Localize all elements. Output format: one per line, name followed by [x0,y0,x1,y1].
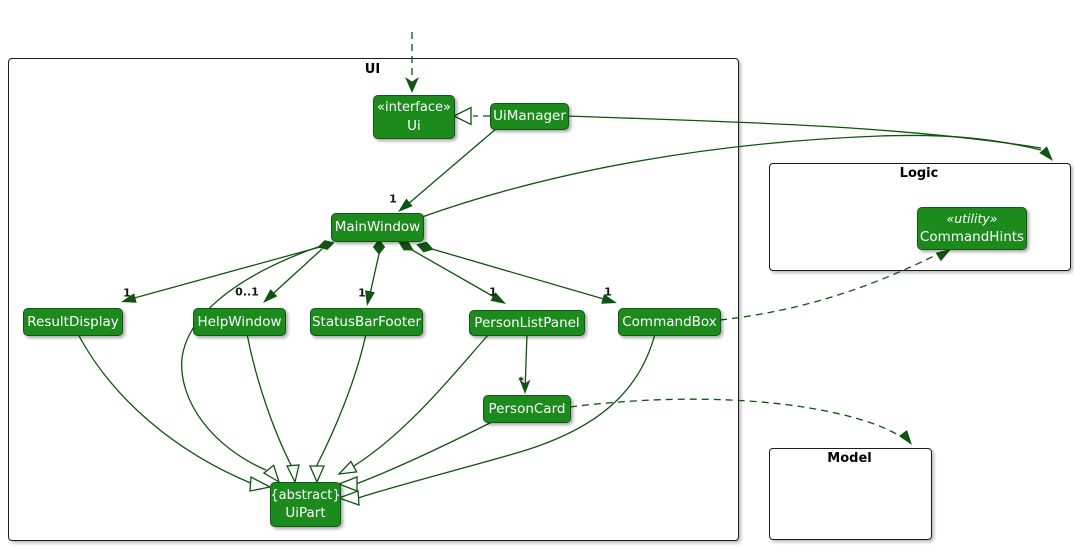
class-ui-interface-stereotype: «interface» [377,100,451,116]
diamond-commandbox [416,241,434,253]
arrowhead-resultdisplay [121,293,137,303]
edge-mainwindow-commandbox [431,248,615,303]
multiplicity-personlistpanel: 1 [489,285,497,299]
arrowhead-model [899,430,912,445]
package-ui-label: UI [364,62,381,77]
arrowhead-statusbarfooter [365,290,375,306]
triangle-uipart-2 [262,464,281,484]
multiplicity-commandbox: 1 [604,285,612,299]
triangle-uipart-4 [309,465,325,484]
class-personlistpanel-name: PersonListPanel [474,314,580,331]
class-resultdisplay-name: ResultDisplay [27,313,119,330]
triangle-uipart-3 [285,464,300,484]
triangle-uipart-1 [249,475,272,492]
class-uimanager-name: UiManager [493,108,566,125]
class-uipart-name: UiPart [285,505,326,522]
class-helpwindow-name: HelpWindow [197,313,282,330]
edge-personcard-model [569,398,907,441]
edge-mainwindow-uipart [181,241,334,471]
arrowhead-ui [405,77,419,93]
edge-commandbox-uipart [357,333,656,499]
class-uipart-stereotype: {abstract} [270,487,341,503]
edge-commandbox-commandhints [719,252,941,321]
arrowhead-commandhints [935,249,951,262]
edge-mainwindow-logic [421,134,1042,218]
edge-personcard-uipart [355,420,495,485]
triangle-ui [452,106,472,126]
edge-personlistpanel-personcard [524,333,528,392]
multiplicity-personcard: * [518,374,524,388]
class-personcard-name: PersonCard [488,400,566,417]
class-helpwindow: HelpWindow [193,308,286,336]
edge-uimanager-mainwindow [400,127,498,211]
multiplicity-helpwindow: 0..1 [235,285,259,299]
edge-statusbarfooter-uipart [315,333,367,468]
class-ui-interface: «interface» Ui [373,95,455,139]
class-commandbox-name: CommandBox [622,313,717,330]
arrowhead-personlistpanel [490,292,506,304]
edge-uimanager-logic [566,115,1042,149]
edge-helpwindow-uipart [246,333,293,468]
class-uipart: {abstract} UiPart [270,482,341,527]
package-model-label: Model [827,451,872,466]
triangle-uipart-7 [337,490,360,506]
arrowhead-logic [1039,146,1053,161]
package-logic-label: Logic [899,166,939,181]
diamond-personlistpanel [398,241,414,251]
package-ui [8,58,739,541]
class-mainwindow: MainWindow [331,213,424,242]
package-model [769,448,932,540]
edge-mainwindow-helpwindow [264,248,323,302]
arrowhead-mainwindow [398,198,413,212]
triangle-uipart-6 [337,476,358,492]
class-commandbox: CommandBox [618,308,721,336]
arrowhead-commandbox [601,294,617,304]
edge-mainwindow-resultdisplay [126,246,321,301]
class-commandhints-name: CommandHints [919,228,1025,245]
arrowhead-helpwindow [263,289,278,303]
class-uimanager: UiManager [490,103,569,130]
edge-personlistpanel-uipart [353,333,490,467]
class-ui-interface-name: Ui [407,117,421,134]
class-personcard: PersonCard [483,395,571,423]
class-commandhints: «utility» CommandHints [917,207,1027,250]
multiplicity-statusbarfooter: 1 [358,286,366,300]
class-mainwindow-name: MainWindow [334,219,421,236]
package-logic [769,163,1071,271]
edge-resultdisplay-uipart [77,333,254,485]
multiplicity-mainwindow: 1 [389,192,397,206]
class-commandhints-stereotype: «utility» [946,210,998,226]
arrowhead-personcard [519,379,531,394]
edge-mainwindow-personlistpanel [411,249,504,303]
class-statusbarfooter: StatusBarFooter [310,308,423,336]
multiplicity-resultdisplay: 1 [123,286,131,300]
triangle-uipart-5 [337,460,358,475]
class-personlistpanel: PersonListPanel [469,310,585,336]
class-statusbarfooter-name: StatusBarFooter [311,313,422,330]
diamond-statusbarfooter [372,239,386,255]
class-resultdisplay: ResultDisplay [23,308,123,336]
